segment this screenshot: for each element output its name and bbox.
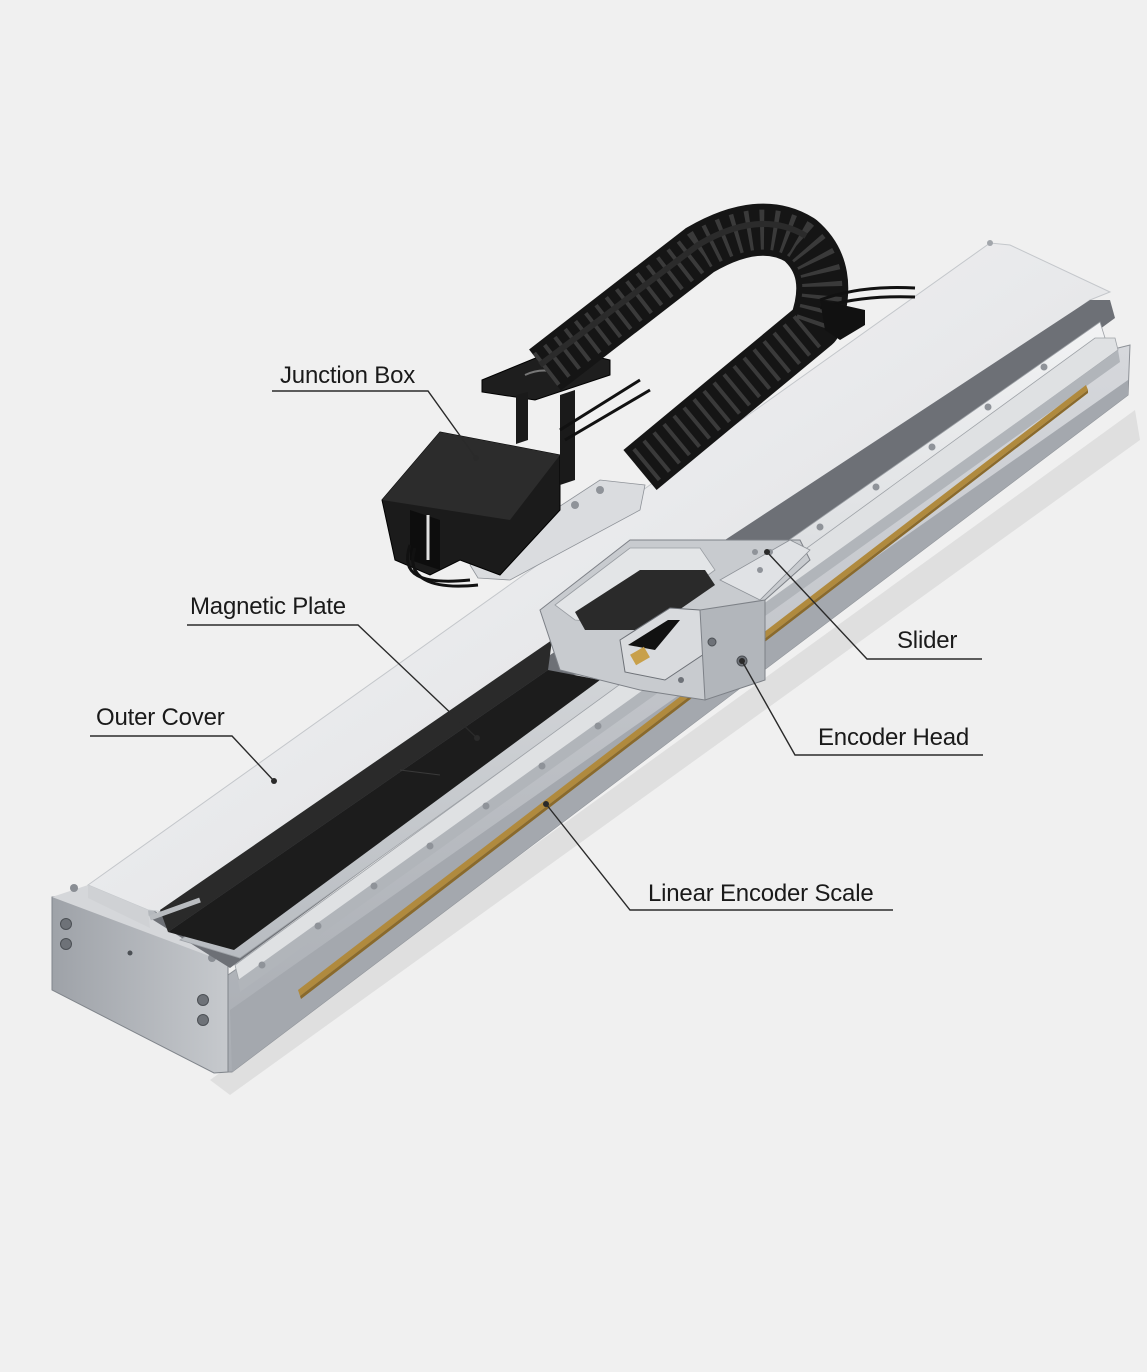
label-slider: Slider (897, 627, 958, 654)
label-encoder-head: Encoder Head (818, 724, 970, 751)
leader-dot-magnetic-plate (474, 735, 480, 741)
leader-line-outer-cover (90, 735, 275, 782)
leader-dot-linear-encoder-scale (543, 801, 549, 807)
leader-lines (90, 390, 983, 911)
cable-chain (529, 203, 916, 491)
junction-box (381, 431, 561, 588)
leader-line-junction-box (272, 390, 477, 459)
leader-dot-junction-box (473, 455, 479, 461)
label-linear-encoder-scale: Linear Encoder Scale (648, 880, 874, 907)
leader-line-encoder-head (741, 660, 983, 756)
label-junction-box: Junction Box (280, 362, 416, 389)
ground-shadow (210, 410, 1140, 1095)
leader-line-slider (766, 551, 982, 660)
label-magnetic-plate: Magnetic Plate (190, 593, 346, 620)
slider-carriage (539, 539, 811, 701)
leader-dot-slider (764, 549, 770, 555)
leader-line-linear-encoder-scale (545, 803, 893, 911)
leader-line-magnetic-plate (187, 624, 478, 739)
leader-dot-encoder-head (739, 658, 745, 664)
leader-dot-outer-cover (271, 778, 277, 784)
label-outer-cover: Outer Cover (96, 704, 225, 731)
